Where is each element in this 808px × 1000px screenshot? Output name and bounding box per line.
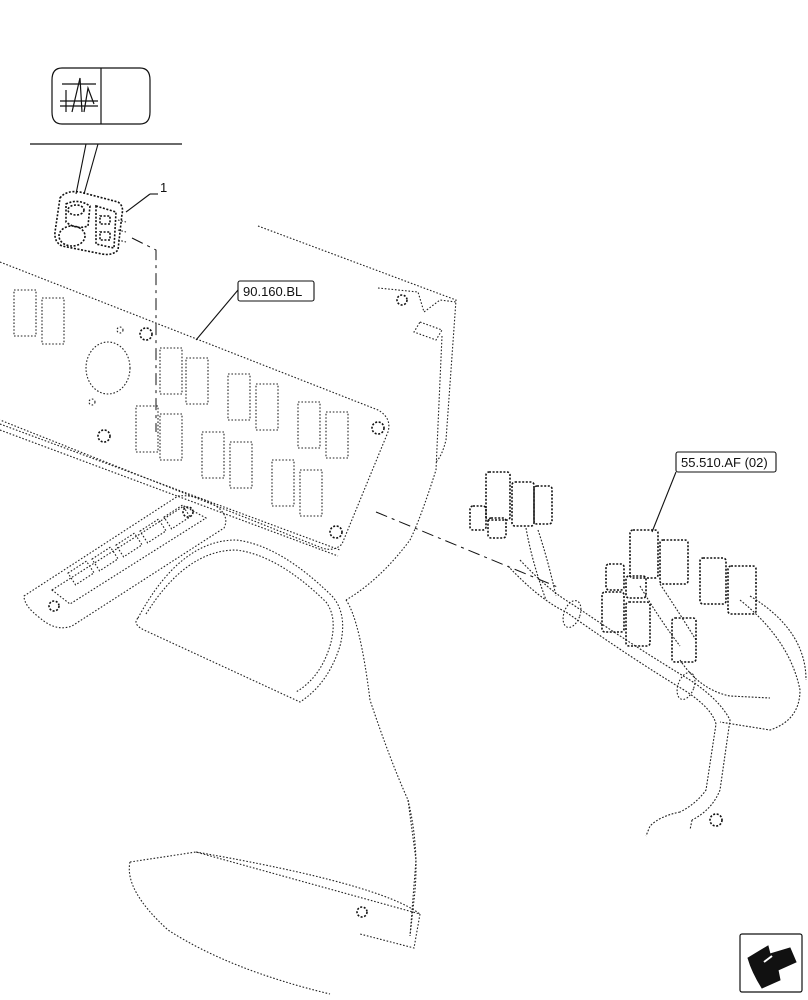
- ref-panel-label: 90.160.BL: [243, 284, 302, 299]
- item-1-label: 1: [160, 180, 167, 195]
- tilt-switch-symbol-icon: [60, 77, 98, 113]
- ref-harness-label: 55.510.AF (02): [681, 455, 768, 470]
- assembly-line-switch: [131, 237, 157, 432]
- lower-recess: [135, 539, 344, 703]
- switch-panel: [0, 261, 390, 557]
- switch-symbol-inset: [51, 67, 151, 125]
- ref-panel-box: [237, 280, 315, 302]
- navigation-arrow-icon[interactable]: [739, 933, 803, 993]
- rocker-switch: [54, 190, 127, 256]
- switch-bezel: [23, 495, 227, 629]
- ref-harness-box: [675, 451, 777, 473]
- wire-harness: [469, 471, 807, 837]
- console-body: [128, 225, 457, 995]
- assembly-line-harness: [375, 511, 561, 589]
